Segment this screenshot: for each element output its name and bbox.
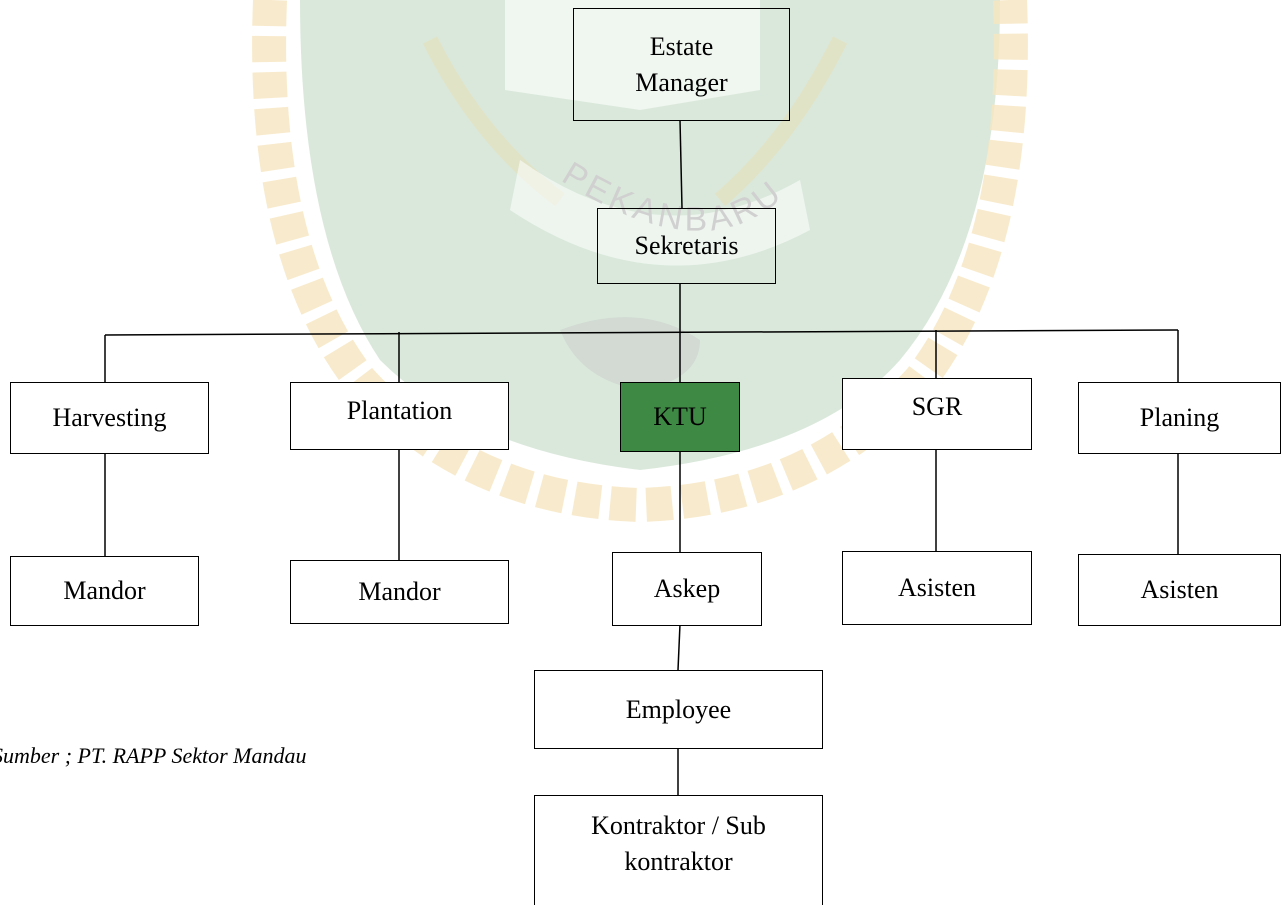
node-estate-manager-label: Estate Manager: [635, 31, 728, 97]
node-askep-label: Askep: [653, 574, 721, 603]
node-ktu-label: KTU: [653, 402, 707, 431]
node-plantation: Plantation: [290, 382, 509, 450]
node-mandor-harvesting-label: Mandor: [63, 576, 146, 605]
connector-horizontal-bus: [104, 329, 1179, 336]
node-employee-label: Employee: [625, 694, 732, 724]
node-sekretaris-label: Sekretaris: [634, 231, 739, 260]
node-employee: Employee: [534, 670, 823, 749]
node-harvesting: Harvesting: [10, 382, 209, 454]
node-asisten-sgr: Asisten: [842, 551, 1032, 625]
node-mandor-plantation: Mandor: [290, 560, 509, 624]
node-mandor-harvesting: Mandor: [10, 556, 199, 626]
node-harvesting-label: Harvesting: [52, 403, 167, 432]
node-kontraktor: Kontraktor / Sub kontraktor: [534, 795, 823, 905]
connector-manager-sekretaris: [679, 119, 683, 209]
node-mandor-plantation-label: Mandor: [358, 577, 441, 606]
node-planing: Planing: [1078, 382, 1281, 454]
node-asisten-planing: Asisten: [1078, 554, 1281, 626]
node-planing-label: Planing: [1139, 403, 1220, 432]
node-asisten-sgr-label: Asisten: [898, 573, 976, 602]
node-askep: Askep: [612, 552, 762, 626]
node-sekretaris: Sekretaris: [597, 208, 776, 284]
node-sgr-label: SGR: [911, 392, 963, 421]
node-kontraktor-label: Kontraktor / Sub kontraktor: [591, 810, 766, 876]
node-asisten-planing-label: Asisten: [1140, 575, 1219, 604]
connector-askep-employee: [677, 623, 681, 671]
node-ktu: KTU: [620, 382, 740, 452]
node-plantation-label: Plantation: [346, 396, 453, 425]
node-estate-manager: Estate Manager: [573, 8, 790, 121]
source-note: Sumber ; PT. RAPP Sektor Mandau: [0, 743, 307, 768]
node-sgr: SGR: [842, 378, 1032, 450]
